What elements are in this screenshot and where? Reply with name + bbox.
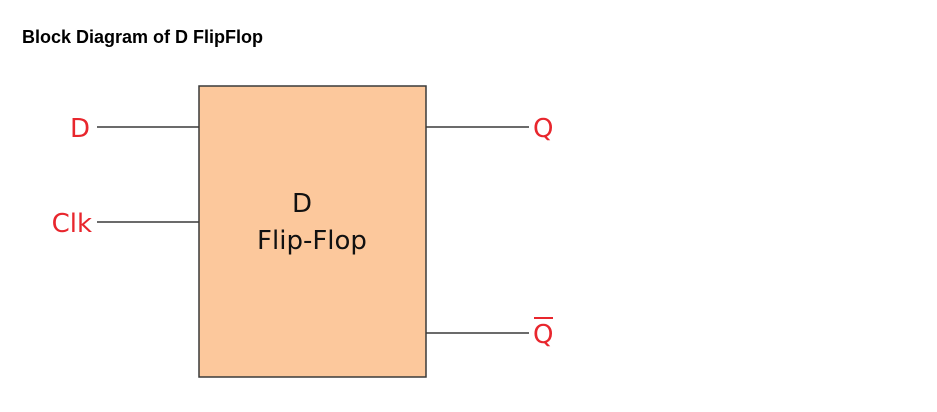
page-title: Block Diagram of D FlipFlop [22, 27, 264, 47]
q-bar-output-label: Q [533, 320, 553, 350]
clk-input-label: Clk [52, 209, 92, 239]
d-input-label: D [70, 114, 90, 144]
q-output-label: Q [533, 114, 553, 144]
flipflop-block [198, 85, 427, 378]
block-label-line1: D [292, 189, 312, 219]
block-label-line2: Flip-Flop [257, 226, 367, 256]
